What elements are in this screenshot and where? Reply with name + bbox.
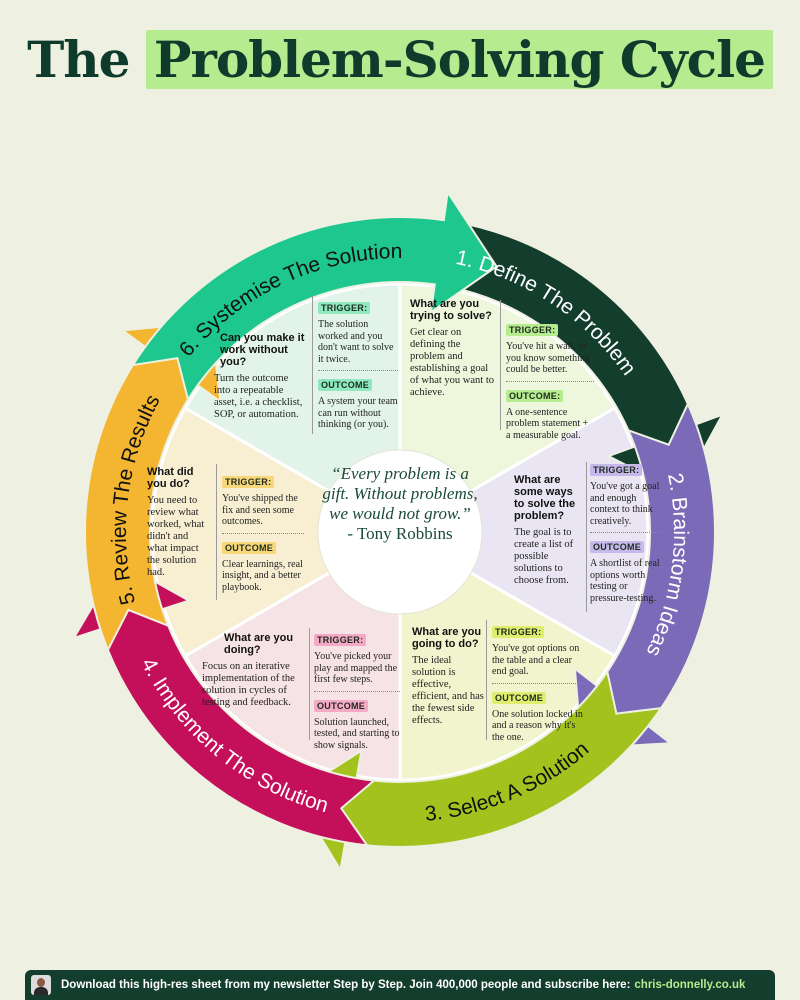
stage-4-description: Focus on an iterative implementation of …	[202, 661, 295, 708]
stage-2-question: What are some ways to solve the problem?	[514, 474, 576, 522]
stage-1-outcome-text: A one-sentence problem statement + a mea…	[506, 406, 589, 441]
stage-6-arrow	[130, 189, 498, 403]
stage-6-outcome-text: A system your team can run without think…	[318, 396, 398, 430]
stage-2-panel: What are some ways to solve the problem?…	[514, 474, 586, 587]
stage-5-trigger-tag: TRIGGER:	[222, 476, 275, 488]
quote: “Every problem is a gift. Without proble…	[318, 464, 482, 544]
stage-1-trigger-text: You've hit a wall, or you know something…	[506, 341, 590, 375]
stage-2-outcome-tag: OUTCOME	[590, 541, 645, 553]
footer-link[interactable]: chris-donnelly.co.uk	[634, 979, 746, 991]
stage-2-details: TRIGGER: You've got a goal and enough co…	[590, 460, 660, 604]
stage-4-outcome-text: Solution launched, tested, and starting …	[314, 716, 400, 751]
stage-6-question: Can you make it work without you?	[220, 332, 305, 368]
stage-3-question: What are you going to do?	[412, 626, 482, 650]
stage-6-description: Turn the outcome into a repeatable asset…	[214, 373, 303, 420]
stage-6-panel: Can you make it work without you? Turn t…	[214, 332, 306, 421]
stage-4-panel: What are you doing? Focus on an iterativ…	[202, 632, 306, 709]
stage-3-trigger-text: You've got options on the table and a cl…	[492, 643, 580, 677]
stage-5-question: What did you do?	[147, 466, 194, 490]
stage-1-question: What are you trying to solve?	[410, 298, 492, 322]
stage-5-sector	[150, 405, 404, 659]
stage-3-trigger-tag: TRIGGER:	[492, 626, 545, 638]
stage-3-outcome-text: One solution locked in and a reason why …	[492, 708, 583, 743]
stage-6-outcome-tag: OUTCOME	[318, 379, 373, 391]
stage-2-description: The goal is to create a list of possible…	[514, 527, 574, 586]
quote-author: - Tony Robbins	[347, 524, 453, 543]
stage-5-panel: What did you do? You need to review what…	[147, 466, 211, 579]
footer-banner: Download this high-res sheet from my new…	[25, 970, 775, 1000]
stage-5-outcome-tag: OUTCOME	[222, 541, 277, 554]
stage-5-outcome-text: Clear learnings, real insight, and a bet…	[222, 558, 303, 593]
stage-4-outcome-tag: OUTCOME	[314, 699, 369, 712]
stage-1-outcome-tag: OUTCOME:	[506, 389, 564, 402]
stage-4-trigger-tag: TRIGGER:	[314, 634, 367, 646]
stage-6-trigger-tag: TRIGGER:	[318, 302, 371, 314]
title-plain: The	[27, 30, 130, 89]
stage-5-divider	[216, 464, 217, 600]
stage-3-details: TRIGGER: You've got options on the table…	[492, 622, 588, 743]
stage-3-divider	[486, 620, 487, 740]
author-avatar	[31, 975, 51, 995]
stage-1-panel: What are you trying to solve? Get clear …	[410, 298, 494, 399]
stage-1-divider	[500, 300, 501, 430]
stage-1-description: Get clear on defining the problem and es…	[410, 327, 494, 398]
stage-1-trigger-tag: TRIGGER:	[506, 324, 559, 336]
stage-2-trigger-text: You've got a goal and enough context to …	[590, 481, 660, 527]
footer-text: Download this high-res sheet from my new…	[61, 979, 631, 991]
stage-3-panel: What are you going to do? The ideal solu…	[412, 626, 484, 727]
stage-5-details: TRIGGER: You've shipped the fix and seen…	[222, 472, 304, 593]
stage-2-divider	[586, 462, 587, 612]
title-highlight: Problem-Solving Cycle	[145, 30, 773, 89]
stage-6-details: TRIGGER: The solution worked and you don…	[318, 298, 398, 431]
stage-2-trigger-tag: TRIGGER:	[590, 464, 643, 476]
page-title: The Problem-Solving Cycle	[0, 30, 800, 89]
stage-6-divider	[312, 296, 313, 434]
stage-3-description: The ideal solution is effective, efficie…	[412, 655, 484, 726]
stage-4-trigger-text: You've picked your play and mapped the f…	[314, 651, 398, 685]
center-circle	[317, 449, 483, 615]
quote-text: “Every problem is a gift. Without proble…	[322, 464, 478, 523]
stage-3-outcome-tag: OUTCOME	[492, 691, 547, 704]
stage-4-divider	[309, 628, 310, 740]
stage-1-details: TRIGGER: You've hit a wall, or you know …	[506, 320, 594, 441]
stage-4-details: TRIGGER: You've picked your play and map…	[314, 630, 400, 751]
stage-5-trigger-text: You've shipped the fix and seen some out…	[222, 493, 298, 527]
stage-6-trigger-text: The solution worked and you don't want t…	[318, 319, 394, 365]
stage-5-description: You need to review what worked, what did…	[147, 495, 205, 578]
stage-4-question: What are you doing?	[224, 632, 294, 656]
stage-2-outcome-text: A shortlist of real options worth testin…	[590, 558, 660, 604]
